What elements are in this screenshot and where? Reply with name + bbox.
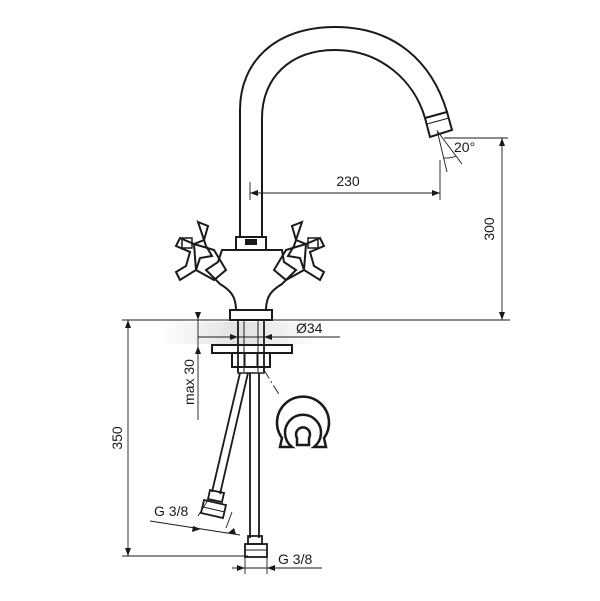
dimension-spout-angle-label: 20° <box>454 139 475 155</box>
dimension-total-height-label: 350 <box>109 426 125 450</box>
horseshoe-clip <box>275 395 331 449</box>
washer-plate <box>211 344 293 354</box>
dimension-hose-thread-left: G 3/8 <box>149 499 241 536</box>
spout <box>239 25 454 237</box>
right-cross-handle <box>286 220 326 282</box>
left-hose-fitting <box>206 488 226 504</box>
aerator <box>423 110 454 139</box>
dimension-spout-reach: 230 <box>249 160 441 200</box>
dimension-hole-diameter-label: Ø34 <box>296 320 323 336</box>
dimension-hose-thread-left-label: G 3/8 <box>154 503 188 519</box>
dimension-hose-thread-right: G 3/8 <box>232 551 322 574</box>
dimension-spout-height: 300 <box>481 138 505 320</box>
dimension-spout-reach-label: 230 <box>336 173 360 189</box>
dimension-spout-angle: 20° <box>436 129 508 173</box>
dimension-max-thickness: max 30 <box>181 312 201 420</box>
collar-marker <box>245 239 257 245</box>
left-valve <box>174 220 228 282</box>
right-hose <box>244 373 268 558</box>
mounting-flange <box>229 309 273 321</box>
right-valve <box>272 220 326 282</box>
dimension-max-thickness-label: max 30 <box>181 359 197 405</box>
dimension-total-height: 350 <box>109 320 248 557</box>
countertop-shading <box>160 322 320 344</box>
center-axis <box>263 369 281 397</box>
dimension-spout-height-label: 300 <box>481 217 497 241</box>
left-hose <box>199 372 249 520</box>
dimension-hole-diameter: Ø34 <box>197 320 340 346</box>
dimension-hose-thread-right-label: G 3/8 <box>278 551 312 567</box>
left-cross-handle <box>174 220 214 282</box>
